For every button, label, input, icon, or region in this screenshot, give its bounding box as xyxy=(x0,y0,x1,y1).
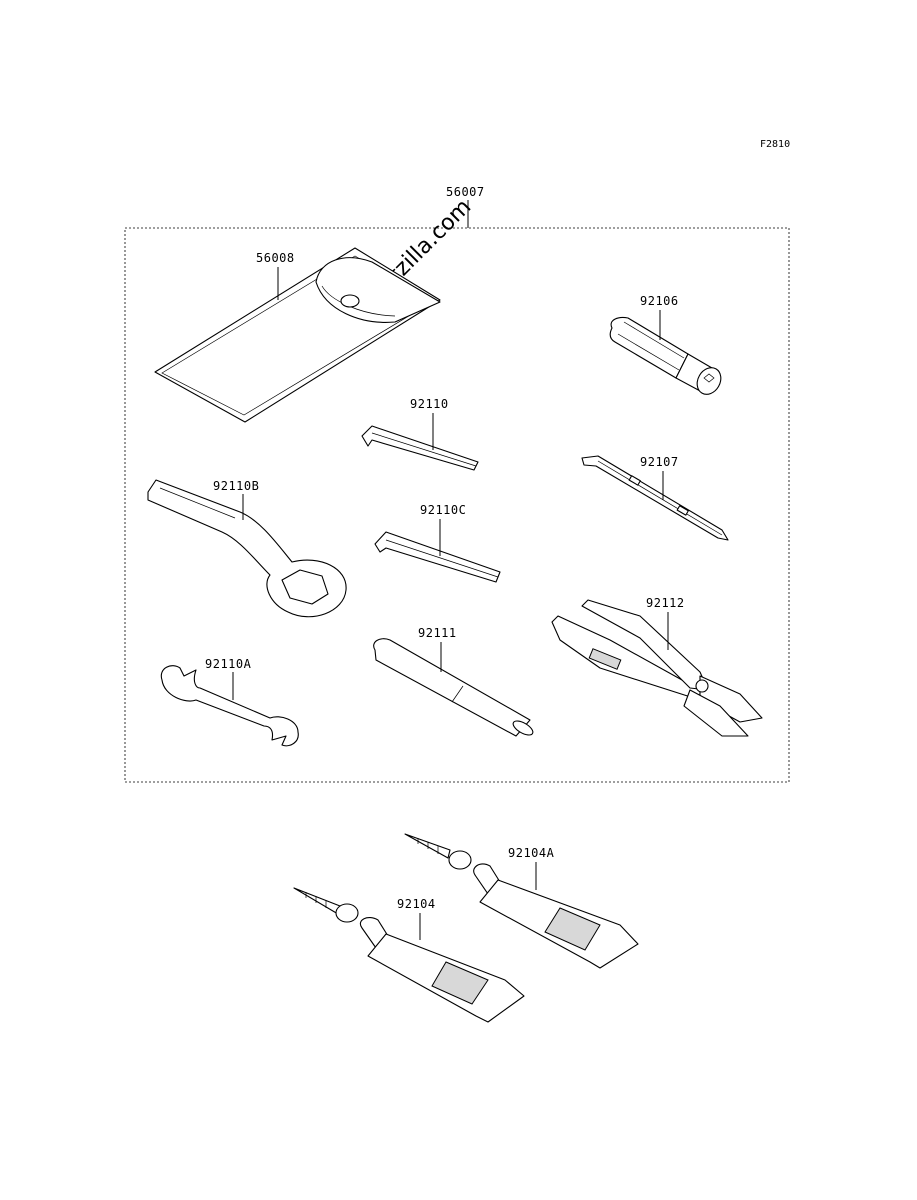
hex-key-92110[interactable] xyxy=(361,425,479,471)
handle-92106[interactable] xyxy=(609,316,725,398)
label-92110A[interactable]: 92110A xyxy=(205,657,252,671)
label-92110B[interactable]: 92110B xyxy=(213,479,259,493)
label-92104[interactable]: 92104 xyxy=(397,897,436,911)
label-92110C[interactable]: 92110C xyxy=(420,503,466,517)
hex-key-92110C[interactable] xyxy=(374,531,501,583)
label-92106[interactable]: 92106 xyxy=(640,294,679,308)
figure-code: F2810 xyxy=(760,139,790,150)
pliers-92112[interactable] xyxy=(551,599,763,737)
label-56007[interactable]: 56007 xyxy=(446,185,485,199)
grease-tube-92104A[interactable] xyxy=(404,833,639,969)
screwdriver-92107[interactable] xyxy=(581,455,729,541)
grease-tube-92104[interactable] xyxy=(293,887,525,1023)
tool-pouch-56008[interactable] xyxy=(154,247,441,423)
label-92104A[interactable]: 92104A xyxy=(508,846,555,860)
tool-kit-frame xyxy=(124,227,790,783)
open-wrench-92110A[interactable] xyxy=(160,665,299,747)
tube-bar-92111[interactable] xyxy=(373,638,535,738)
box-wrench-92110B[interactable] xyxy=(147,479,347,618)
label-92110[interactable]: 92110 xyxy=(410,397,449,411)
label-92112[interactable]: 92112 xyxy=(646,596,685,610)
label-92111[interactable]: 92111 xyxy=(418,626,457,640)
label-92107[interactable]: 92107 xyxy=(640,455,679,469)
label-56008[interactable]: 56008 xyxy=(256,251,295,265)
